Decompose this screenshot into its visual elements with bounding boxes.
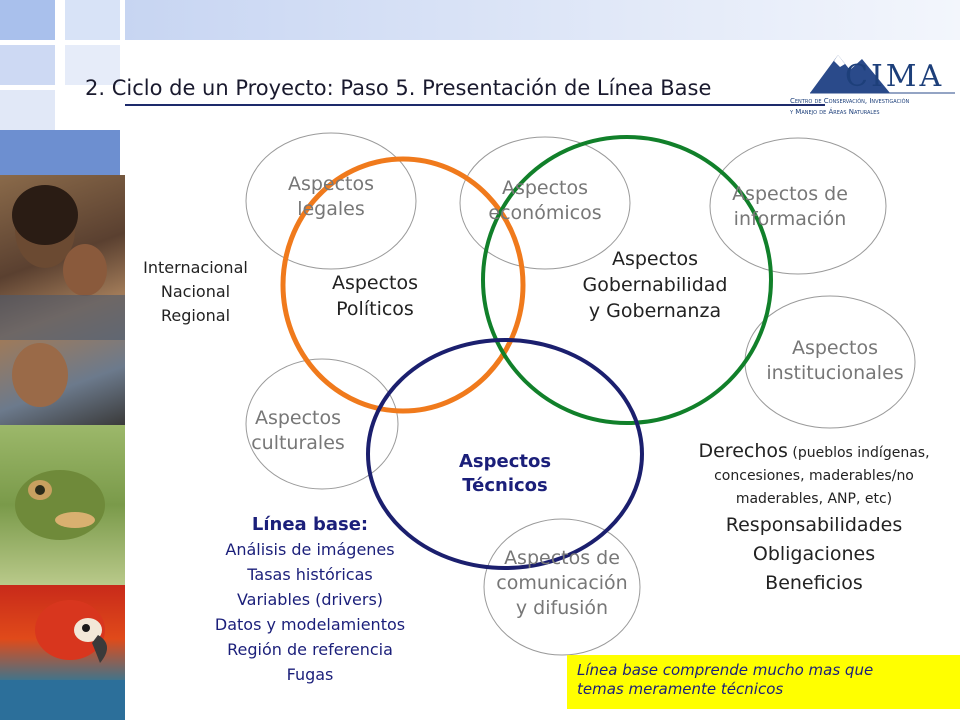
label-tecnicos: Aspectos Técnicos <box>458 451 552 496</box>
label-institucionales: Aspectos institucionales <box>766 337 904 384</box>
label-culturales: Aspectos culturales <box>251 407 345 454</box>
ellipse-legales <box>245 132 417 270</box>
label-informacion: Aspectos de información <box>732 183 848 230</box>
side-square-4 <box>0 130 120 175</box>
label-comunicacion: Aspectos de comunicación y difusión <box>496 547 628 619</box>
note-text: Línea base comprende mucho mas que temas… <box>577 661 874 698</box>
label-economicos: Aspectos económicos <box>488 177 602 224</box>
linea-base-item: Variables (drivers) <box>236 590 384 609</box>
linea-base-heading: Línea base: <box>251 514 369 535</box>
ellipse-culturales <box>245 358 399 490</box>
header-square-2 <box>65 0 120 40</box>
linea-base-item: Datos y modelamientos <box>214 615 406 634</box>
linea-base-item: Región de referencia <box>227 640 393 659</box>
page-title: 2. Ciclo de un Proyecto: Paso 5. Present… <box>85 76 712 100</box>
cima-logo: CIMA Centro de Conservación, Investigaci… <box>790 45 960 125</box>
label-gobernanza: Aspectos Gobernabilidad y Gobernanza <box>582 248 728 322</box>
label-legales: Aspectos legales <box>287 173 375 220</box>
photo-frog <box>0 425 125 585</box>
circle-politicos <box>280 156 526 414</box>
logo-name: CIMA <box>845 59 945 94</box>
linea-base-item: Fugas <box>286 665 334 684</box>
side-square-3 <box>0 90 55 130</box>
circle-tecnicos <box>366 338 644 570</box>
title-underline <box>125 104 825 106</box>
ellipse-comunicacion <box>483 518 641 656</box>
photo-people <box>0 175 125 425</box>
side-square-1 <box>0 45 55 85</box>
side-square-2 <box>65 45 120 85</box>
derechos-main: Derechos <box>698 440 788 462</box>
logo-line-1: Centro de Conservación, Investigación <box>790 97 910 105</box>
levels-list: Internacional Nacional Regional <box>143 258 248 325</box>
header-square-1 <box>0 0 55 40</box>
linea-base-item: Análisis de imágenes <box>225 540 395 559</box>
circle-gobernanza <box>481 135 773 425</box>
header-bar <box>125 0 960 40</box>
ellipse-economicos <box>459 136 631 270</box>
label-politicos: Aspectos Políticos <box>331 272 419 320</box>
ellipse-informacion <box>709 137 887 275</box>
photo-parrot <box>0 585 125 720</box>
linea-base-block: Línea base: Análisis de imágenes Tasas h… <box>190 512 430 687</box>
linea-base-item: Tasas históricas <box>247 565 373 584</box>
mountain-logo-icon <box>810 55 955 94</box>
derechos-block: Derechos (pueblos indígenas, concesiones… <box>698 440 930 594</box>
logo-line-2: y Manejo de Áreas Naturales <box>790 108 880 116</box>
note-box: Línea base comprende mucho mas que temas… <box>567 655 960 709</box>
